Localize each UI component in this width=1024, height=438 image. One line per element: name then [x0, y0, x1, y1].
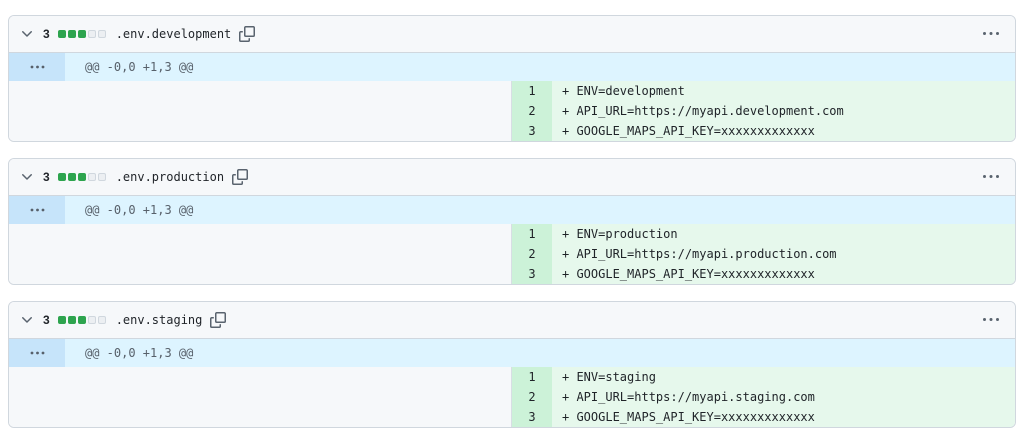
diffstat-added-block [67, 30, 76, 38]
diffstat-neutral-block [87, 316, 96, 324]
diff-file-header: 3 .env.development [9, 16, 1015, 53]
hunk-expand-dots-icon [30, 207, 45, 213]
diffstat-added-block [67, 316, 76, 324]
file-options-button[interactable] [983, 169, 999, 185]
hunk-header-text: @@ -0,0 +1,3 @@ [85, 60, 194, 74]
collapse-file-button[interactable] [19, 312, 35, 328]
diffstat-neutral-block [97, 316, 106, 324]
diff-file-header: 3 .env.staging [9, 302, 1015, 339]
hunk-expand-dots-icon [30, 350, 45, 356]
kebab-horizontal-icon [983, 26, 999, 42]
diff-file: 3 .env.staging [8, 301, 1016, 428]
diff-row: 2 + API_URL=https://myapi.production.com [9, 244, 1015, 264]
empty-old-cell [9, 81, 512, 101]
hunk-expand-dots-icon [30, 64, 45, 70]
diffstat-added-block [57, 173, 66, 181]
added-line-code: + ENV=development [552, 81, 1015, 101]
file-name-link[interactable]: .env.development [115, 27, 232, 41]
expand-hunk-button[interactable] [9, 339, 65, 367]
empty-old-cell [9, 264, 512, 284]
file-name-link[interactable]: .env.staging [115, 313, 203, 327]
diffstat-neutral-block [97, 30, 106, 38]
diff-list: 3 .env.development [8, 15, 1016, 428]
chevron-down-icon [19, 26, 35, 42]
copy-file-name-button[interactable] [232, 169, 249, 185]
copy-icon [239, 26, 256, 42]
diffstat [57, 173, 106, 181]
hunk-header-row: @@ -0,0 +1,3 @@ [9, 53, 1015, 81]
diffstat-added-block [57, 30, 66, 38]
chevron-down-icon [19, 169, 35, 185]
diffstat [57, 30, 106, 38]
empty-old-cell [9, 244, 512, 264]
empty-old-cell [9, 407, 512, 427]
line-number[interactable]: 3 [512, 121, 552, 141]
added-line-code: + GOOGLE_MAPS_API_KEY=xxxxxxxxxxxxx [552, 264, 1015, 284]
diff-row: 3 + GOOGLE_MAPS_API_KEY=xxxxxxxxxxxxx [9, 407, 1015, 427]
diff-file: 3 .env.production [8, 158, 1016, 285]
chevron-down-icon [19, 312, 35, 328]
diff-row: 1 + ENV=staging [9, 367, 1015, 387]
kebab-horizontal-icon [983, 312, 999, 328]
kebab-horizontal-icon [983, 169, 999, 185]
diffstat-added-block [57, 316, 66, 324]
copy-icon [210, 312, 227, 328]
diff-row: 3 + GOOGLE_MAPS_API_KEY=xxxxxxxxxxxxx [9, 121, 1015, 141]
diff-row: 1 + ENV=development [9, 81, 1015, 101]
line-number[interactable]: 3 [512, 407, 552, 427]
added-line-code: + API_URL=https://myapi.staging.com [552, 387, 1015, 407]
diffstat-neutral-block [87, 30, 96, 38]
diff-row: 3 + GOOGLE_MAPS_API_KEY=xxxxxxxxxxxxx [9, 264, 1015, 284]
empty-old-cell [9, 121, 512, 141]
collapse-file-button[interactable] [19, 26, 35, 42]
changed-lines-count: 3 [43, 27, 50, 41]
hunk-header-row: @@ -0,0 +1,3 @@ [9, 196, 1015, 224]
diffstat-added-block [77, 30, 86, 38]
file-options-button[interactable] [983, 26, 999, 42]
line-number[interactable]: 2 [512, 244, 552, 264]
copy-file-name-button[interactable] [210, 312, 227, 328]
line-number[interactable]: 1 [512, 367, 552, 387]
empty-old-cell [9, 387, 512, 407]
line-number[interactable]: 1 [512, 224, 552, 244]
empty-old-cell [9, 224, 512, 244]
added-line-code: + ENV=staging [552, 367, 1015, 387]
empty-old-cell [9, 101, 512, 121]
diffstat-neutral-block [87, 173, 96, 181]
added-line-code: + API_URL=https://myapi.production.com [552, 244, 1015, 264]
copy-icon [232, 169, 249, 185]
diff-file-header: 3 .env.production [9, 159, 1015, 196]
hunk-header-text: @@ -0,0 +1,3 @@ [85, 203, 194, 217]
line-number[interactable]: 3 [512, 264, 552, 284]
line-number[interactable]: 2 [512, 101, 552, 121]
diff-row: 1 + ENV=production [9, 224, 1015, 244]
added-line-code: + GOOGLE_MAPS_API_KEY=xxxxxxxxxxxxx [552, 121, 1015, 141]
expand-hunk-button[interactable] [9, 196, 65, 224]
hunk-header-row: @@ -0,0 +1,3 @@ [9, 339, 1015, 367]
diffstat-neutral-block [97, 173, 106, 181]
expand-hunk-button[interactable] [9, 53, 65, 81]
copy-file-name-button[interactable] [239, 26, 256, 42]
added-line-code: + GOOGLE_MAPS_API_KEY=xxxxxxxxxxxxx [552, 407, 1015, 427]
diffstat-added-block [77, 316, 86, 324]
diff-row: 2 + API_URL=https://myapi.staging.com [9, 387, 1015, 407]
diff-row: 2 + API_URL=https://myapi.development.co… [9, 101, 1015, 121]
file-options-button[interactable] [983, 312, 999, 328]
diffstat [57, 316, 106, 324]
added-line-code: + ENV=production [552, 224, 1015, 244]
diff-file: 3 .env.development [8, 15, 1016, 142]
added-line-code: + API_URL=https://myapi.development.com [552, 101, 1015, 121]
diffstat-added-block [67, 173, 76, 181]
changed-lines-count: 3 [43, 313, 50, 327]
diffstat-added-block [77, 173, 86, 181]
changed-lines-count: 3 [43, 170, 50, 184]
empty-old-cell [9, 367, 512, 387]
hunk-header-text: @@ -0,0 +1,3 @@ [85, 346, 194, 360]
line-number[interactable]: 1 [512, 81, 552, 101]
collapse-file-button[interactable] [19, 169, 35, 185]
file-name-link[interactable]: .env.production [115, 170, 225, 184]
line-number[interactable]: 2 [512, 387, 552, 407]
